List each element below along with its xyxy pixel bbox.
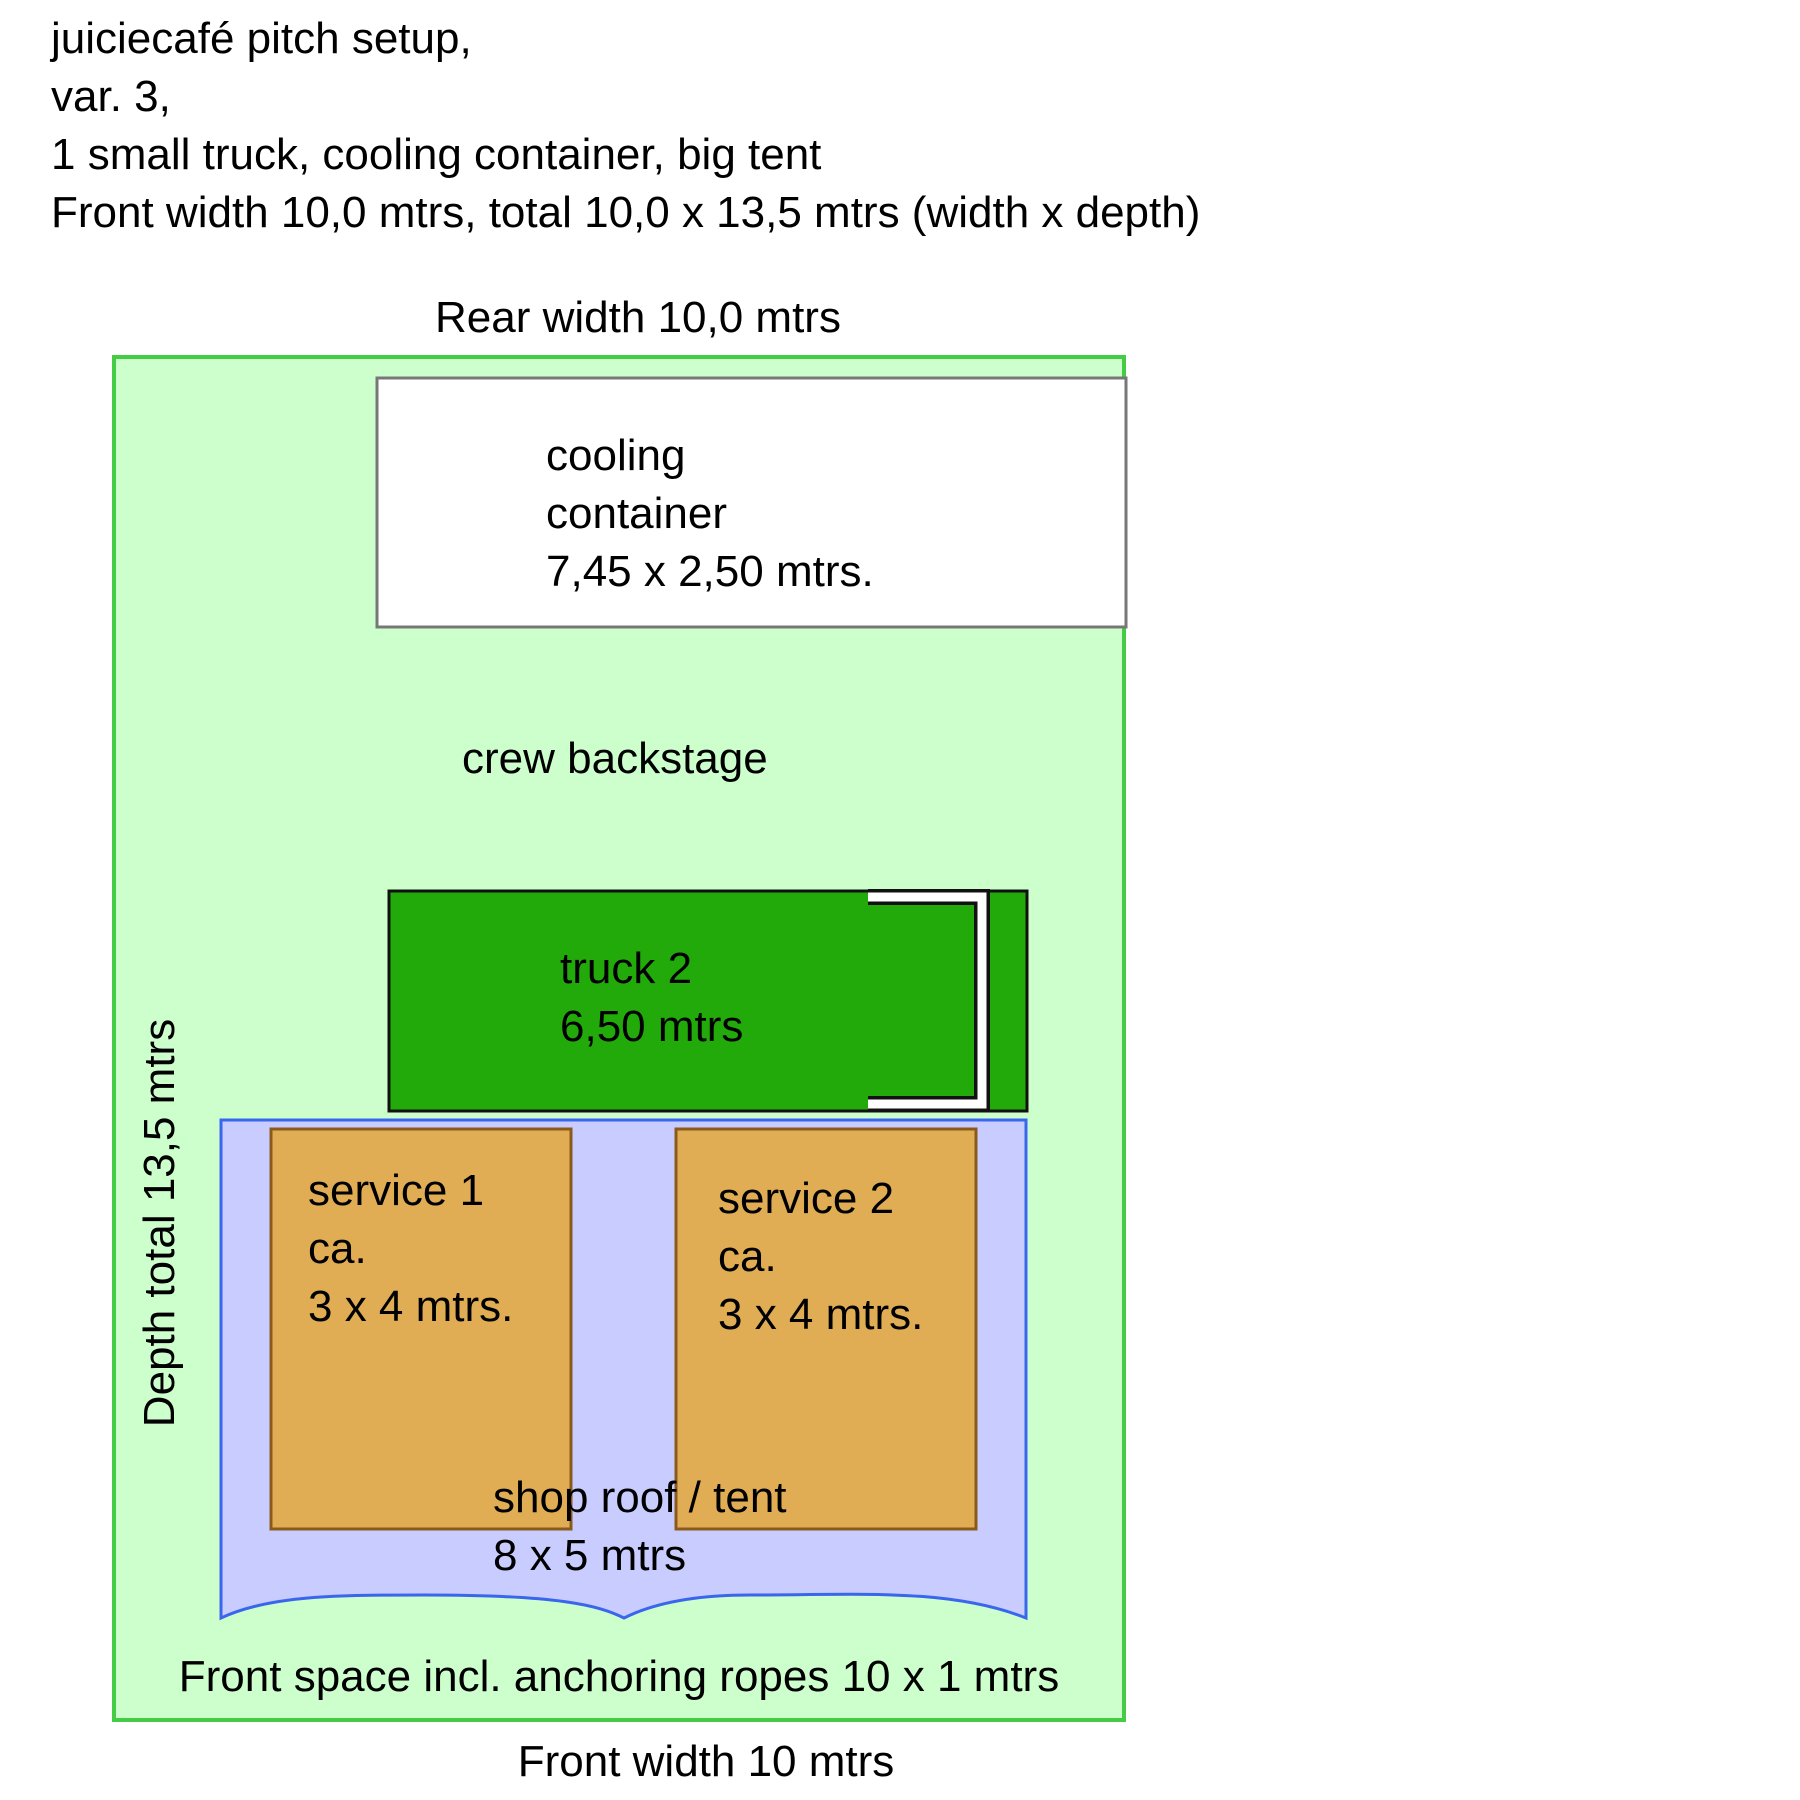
service-1-line-3: 3 x 4 mtrs. bbox=[308, 1282, 513, 1331]
depth-total-label: Depth total 13,5 mtrs bbox=[135, 1019, 184, 1427]
truck-line-1: truck 2 bbox=[560, 944, 692, 993]
rear-width-label: Rear width 10,0 mtrs bbox=[435, 293, 841, 342]
service-2-line-2: ca. bbox=[718, 1232, 777, 1281]
service-2-line-3: 3 x 4 mtrs. bbox=[718, 1290, 923, 1339]
tent-label: shop roof / tent 8 x 5 mtrs bbox=[493, 1473, 799, 1580]
service-2 bbox=[674, 1127, 978, 1531]
front-space-label: Front space incl. anchoring ropes 10 x 1… bbox=[179, 1652, 1059, 1701]
truck-line-2: 6,50 mtrs bbox=[560, 1002, 743, 1051]
cooling-container-line-2: container bbox=[546, 489, 727, 538]
header-line-1: juiciecafé pitch setup, bbox=[51, 14, 472, 63]
truck-cab bbox=[868, 892, 987, 1109]
tent-line-2: 8 x 5 mtrs bbox=[493, 1531, 686, 1580]
truck-label: truck 2 6,50 mtrs bbox=[560, 944, 743, 1051]
tent-line-1: shop roof / tent bbox=[493, 1473, 787, 1522]
header-line-4: Front width 10,0 mtrs, total 10,0 x 13,5… bbox=[51, 188, 1201, 237]
service-2-label: service 2 ca. 3 x 4 mtrs. bbox=[718, 1174, 923, 1339]
cooling-container bbox=[375, 376, 1128, 629]
service-1-line-2: ca. bbox=[308, 1224, 367, 1273]
crew-backstage-label: crew backstage bbox=[462, 734, 768, 783]
front-width-label: Front width 10 mtrs bbox=[518, 1737, 895, 1786]
cooling-container-line-3: 7,45 x 2,50 mtrs. bbox=[546, 547, 874, 596]
service-2-line-1: service 2 bbox=[718, 1174, 894, 1223]
cooling-container-line-1: cooling bbox=[546, 431, 685, 480]
header-line-3: 1 small truck, cooling container, big te… bbox=[51, 130, 822, 179]
service-1-label: service 1 ca. 3 x 4 mtrs. bbox=[308, 1166, 513, 1331]
service-1 bbox=[269, 1127, 573, 1531]
cooling-container-label: cooling container 7,45 x 2,50 mtrs. bbox=[546, 431, 874, 596]
service-1-line-1: service 1 bbox=[308, 1166, 484, 1215]
truck bbox=[387, 889, 1029, 1113]
header-line-2: var. 3, bbox=[51, 72, 171, 121]
